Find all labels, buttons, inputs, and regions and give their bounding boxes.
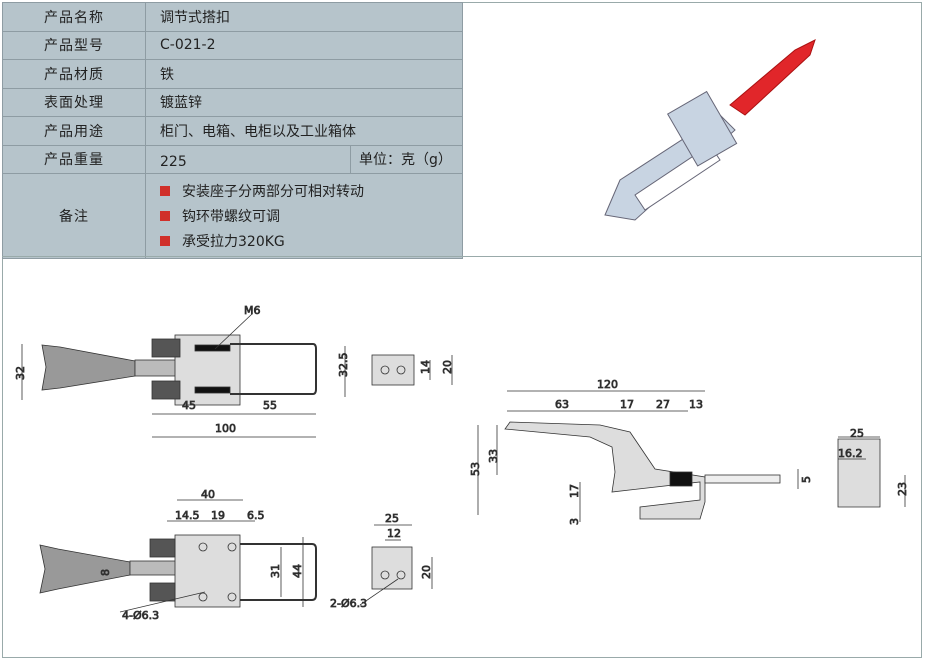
- bullet-icon: [160, 236, 170, 246]
- dim-label: 17: [568, 484, 581, 498]
- notes: 安装座子分两部分可相对转动 钩环带螺纹可调 承受拉力320KG: [145, 173, 463, 259]
- table-row: 表面处理镀蓝锌: [2, 87, 463, 117]
- dim-label: 17: [620, 398, 634, 411]
- unit: 单位：克（g）: [350, 144, 463, 174]
- table-row: 产品材质铁: [2, 59, 463, 89]
- dim-label: 8: [99, 569, 112, 576]
- dim-label: 14.5: [175, 509, 200, 522]
- top-view: [21, 313, 453, 438]
- note: 钩环带螺纹可调: [182, 209, 280, 225]
- dim-label: 20: [420, 565, 433, 579]
- value: 镀蓝锌: [145, 87, 463, 117]
- dim-label: 45: [182, 399, 196, 412]
- value: 柜门、电箱、电柜以及工业箱体: [145, 116, 463, 146]
- label: 表面处理: [2, 87, 146, 117]
- dim-label: 120: [597, 378, 618, 391]
- dim-label: 53: [469, 462, 482, 476]
- label: 产品重量: [2, 144, 146, 174]
- dim-label: 32.5: [337, 353, 350, 378]
- dim-label: 40: [201, 488, 215, 501]
- note: 承受拉力320KG: [182, 234, 285, 250]
- dim-label: 25: [385, 512, 399, 525]
- dim-label: 63: [555, 398, 569, 411]
- dim-label: 55: [263, 399, 277, 412]
- dim-label: 6.5: [247, 509, 265, 522]
- label: 备注: [2, 173, 146, 259]
- label: 产品材质: [2, 59, 146, 89]
- dim-label: 20: [441, 360, 454, 374]
- table-row: 备注 安装座子分两部分可相对转动 钩环带螺纹可调 承受拉力320KG: [2, 173, 463, 259]
- label: 产品用途: [2, 116, 146, 146]
- dim-label: 2-Ø6.3: [330, 597, 367, 610]
- product-photo: [604, 39, 816, 221]
- dim-label: 23: [896, 482, 909, 496]
- value: 调节式搭扣: [145, 2, 463, 32]
- bottom-view: [39, 499, 433, 613]
- dim-label: 13: [689, 398, 703, 411]
- note: 安装座子分两部分可相对转动: [182, 184, 364, 200]
- value: C-021-2: [145, 30, 463, 60]
- dim-label: 4-Ø6.3: [122, 609, 159, 622]
- value: 铁: [145, 59, 463, 89]
- dim-label: 27: [656, 398, 670, 411]
- bullet-icon: [160, 186, 170, 196]
- bullet-icon: [160, 211, 170, 221]
- table-row: 产品名称调节式搭扣: [2, 2, 463, 32]
- dim-label: 5: [800, 476, 813, 483]
- dim-label: 31: [269, 564, 282, 578]
- value: 225: [145, 144, 351, 174]
- dim-label: 19: [211, 509, 225, 522]
- dim-label: 14: [419, 360, 432, 374]
- dim-label: 12: [387, 527, 401, 540]
- divider: [2, 256, 922, 257]
- table-row: 产品用途柜门、电箱、电柜以及工业箱体: [2, 116, 463, 146]
- dim-label: 33: [487, 449, 500, 463]
- dim-label: 32: [14, 366, 27, 380]
- label: 产品名称: [2, 2, 146, 32]
- dim-label: 3: [568, 518, 581, 525]
- technical-drawing: 32 M6 32.5 45 55 100 14 20 40 14.5 19 6.…: [14, 304, 910, 623]
- dim-label: 44: [291, 564, 304, 578]
- dim-label: M6: [244, 304, 261, 317]
- dim-label: 25: [850, 427, 864, 440]
- side-view: [477, 390, 906, 522]
- dim-label: 100: [215, 422, 236, 435]
- dim-label: 16.2: [838, 447, 863, 460]
- label: 产品型号: [2, 30, 146, 60]
